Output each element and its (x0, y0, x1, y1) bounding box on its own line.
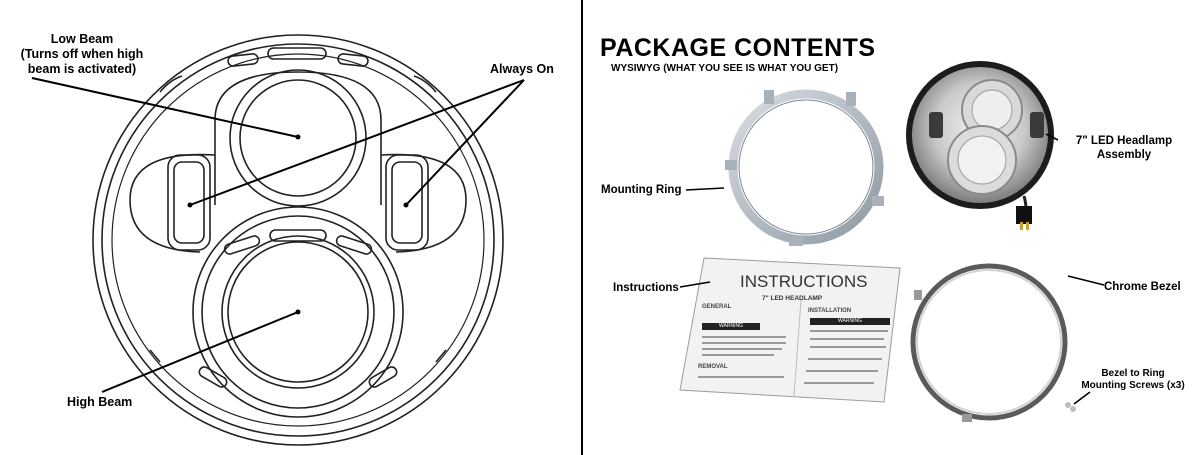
high-beam-bezel (192, 206, 404, 418)
instructions-text-line (702, 336, 786, 338)
low-beam-lens-outer (229, 69, 367, 207)
always-on-leader-left (189, 79, 525, 206)
mounting-ring-photo (725, 89, 884, 246)
package-subtitle: WYSIWYG (WHAT YOU SEE IS WHAT YOU GET) (611, 63, 839, 74)
instructions-heading: INSTRUCTIONS (740, 272, 868, 291)
screws-label-line2: Mounting Screws (x3) (1081, 380, 1185, 391)
high-beam-leader (101, 311, 299, 393)
high-beam-lens (221, 235, 375, 389)
chrome-bezel-label: Chrome Bezel (1104, 281, 1181, 293)
low-beam-leader (31, 77, 299, 138)
right-drl (385, 154, 429, 251)
low-beam-housing (214, 71, 382, 205)
screws-label: Bezel to Ring Mounting Screws (x3) (1070, 368, 1196, 392)
package-contents-panel: PACKAGE CONTENTS WYSIWYG (WHAT YOU SEE I… (584, 0, 1200, 455)
top-slot (267, 47, 327, 60)
outer-ring (92, 34, 504, 446)
instructions-text-line (810, 330, 888, 332)
low-beam-label: Low Beam (Turns off when high beam is ac… (6, 32, 158, 77)
package-title: PACKAGE CONTENTS (600, 34, 876, 62)
instructions-text-line (810, 346, 886, 348)
instructions-text-line (702, 342, 786, 344)
instructions-warning-box: WARNING (702, 323, 760, 330)
screws-label-line1: Bezel to Ring (1101, 368, 1165, 379)
instructions-warning-box-2: WARNING (810, 318, 890, 325)
screws-leader (1073, 391, 1091, 405)
instructions-text-line (806, 370, 878, 372)
instructions-text-line (804, 382, 874, 384)
instructions-sheet-photo (679, 257, 901, 403)
low-beam-label-line3: beam is activated) (27, 62, 137, 76)
high-beam-slot (269, 229, 327, 242)
instructions-text-line (810, 338, 884, 340)
low-beam-label-line1: Low Beam (50, 32, 114, 46)
instructions-label: Instructions (613, 282, 679, 294)
instructions-text-line (808, 358, 882, 360)
instructions-text-line (702, 348, 782, 350)
instructions-text-line (698, 376, 784, 378)
left-side-housing (129, 153, 216, 253)
instructions-installation: INSTALLATION (808, 308, 852, 314)
instructions-subheading: 7" LED HEADLAMP (762, 295, 823, 302)
lens-rim (111, 53, 485, 427)
outer-ring-inner (101, 43, 495, 437)
mounting-ring-label: Mounting Ring (601, 184, 682, 196)
screws-photo (1065, 402, 1076, 412)
headlamp-label-line1: 7" LED Headlamp (1075, 135, 1173, 147)
always-on-label: Always On (490, 62, 554, 76)
right-side-housing (380, 153, 467, 253)
high-beam-label: High Beam (67, 395, 133, 409)
headlamp-leader (1045, 133, 1059, 141)
instructions-general: GENERAL (702, 304, 732, 310)
headlamp-label-line2: Assembly (1096, 149, 1152, 161)
chrome-bezel-leader (1067, 275, 1105, 286)
instructions-leader (679, 281, 711, 288)
chrome-bezel-photo (910, 263, 1068, 422)
headlamp-diagram-panel: Low Beam (Turns off when high beam is ac… (0, 0, 582, 455)
instructions-text-line (702, 354, 774, 356)
low-beam-label-line2: (Turns off when high (20, 47, 144, 61)
headlamp-label: 7" LED Headlamp Assembly (1054, 134, 1194, 162)
mounting-ring-leader (685, 187, 725, 191)
always-on-leader-right (405, 79, 525, 206)
left-drl (167, 154, 211, 251)
package-items-drawing (679, 61, 1105, 422)
low-beam-lens-inner (239, 79, 357, 197)
headlamp-assembly-photo (906, 61, 1054, 230)
instructions-removal: REMOVAL (698, 364, 728, 370)
headlamp-line-drawing (31, 34, 525, 446)
panel-divider (581, 0, 583, 455)
